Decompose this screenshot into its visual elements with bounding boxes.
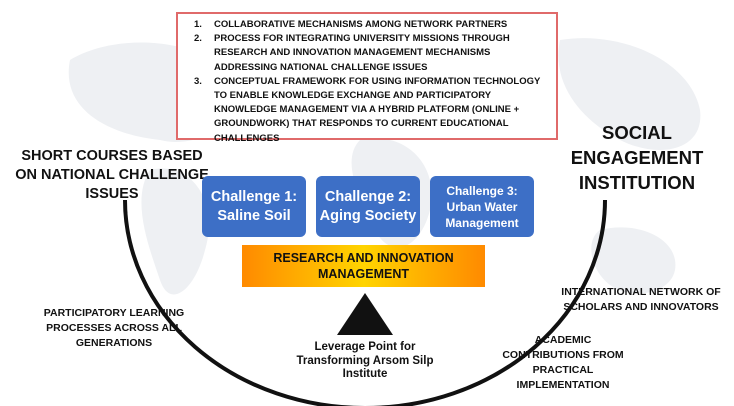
challenge-1-topic: Saline Soil <box>217 207 291 224</box>
objective-number: 1. <box>194 19 202 30</box>
challenge-1-label: Challenge 1: <box>210 188 298 205</box>
social-engagement-title: SOCIAL ENGAGEMENT INSTITUTION <box>570 122 704 193</box>
objective-text: COLLABORATIVE MECHANISMS AMONG NETWORK P… <box>214 19 508 30</box>
participatory-learning-note: PARTICIPATORY LEARNING PROCESSES ACROSS … <box>43 307 185 349</box>
objective-item: 2. PROCESS FOR INTEGRATING UNIVERSITY MI… <box>188 32 548 75</box>
leverage-point-label: Leverage Point for Transforming Arsom Si… <box>296 341 434 380</box>
objective-item: 3. CONCEPTUAL FRAMEWORK FOR USING INFORM… <box>188 75 548 146</box>
objectives-box: 1. COLLABORATIVE MECHANISMS AMONG NETWOR… <box>176 12 558 144</box>
challenge-2-topic: Aging Society <box>319 207 417 224</box>
short-courses-title: SHORT COURSES BASED ON NATIONAL CHALLENG… <box>15 148 209 202</box>
research-innovation-bar: RESEARCH AND INNOVATION MANAGEMENT <box>242 245 485 287</box>
objective-text: CONCEPTUAL FRAMEWORK FOR USING INFORMATI… <box>214 75 541 144</box>
objective-item: 1. COLLABORATIVE MECHANISMS AMONG NETWOR… <box>188 18 548 32</box>
leverage-triangle-icon <box>337 293 393 335</box>
objectives-list: 1. COLLABORATIVE MECHANISMS AMONG NETWOR… <box>188 18 548 146</box>
challenge-1-box: Challenge 1: Saline Soil <box>202 176 306 237</box>
objective-number: 2. <box>194 33 202 45</box>
challenge-3-label: Challenge 3: <box>446 183 518 198</box>
academic-contributions-note: ACADEMIC CONTRIBUTIONS FROM PRACTICAL IM… <box>502 334 624 391</box>
challenge-3-box: Challenge 3: Urban Water Management <box>430 176 534 237</box>
objective-number: 3. <box>194 75 202 87</box>
international-network-note: INTERNATIONAL NETWORK OF SCHOLARS AND IN… <box>561 286 721 313</box>
objective-text: PROCESS FOR INTEGRATING UNIVERSITY MISSI… <box>214 33 510 73</box>
research-innovation-label: RESEARCH AND INNOVATION MANAGEMENT <box>273 251 454 281</box>
challenge-3-topic: Urban Water Management <box>445 199 519 230</box>
challenge-2-label: Challenge 2: <box>324 188 412 205</box>
challenge-2-box: Challenge 2: Aging Society <box>316 176 420 237</box>
